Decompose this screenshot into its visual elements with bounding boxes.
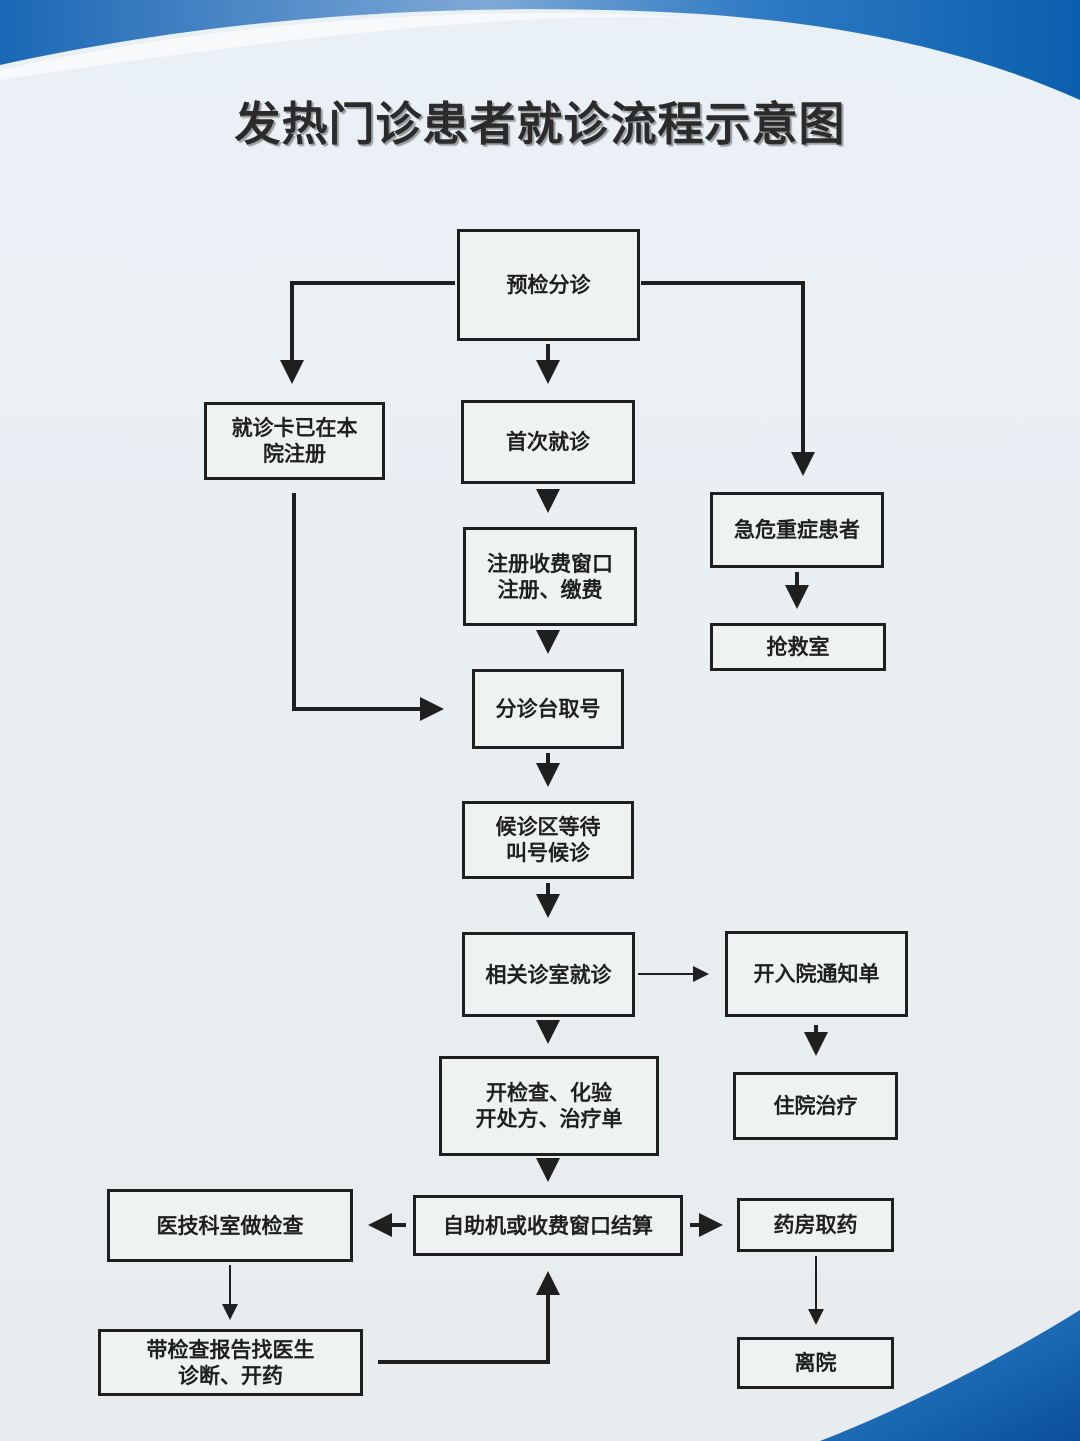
node-rescue-room: 抢救室 xyxy=(710,623,886,671)
top-blue-wave xyxy=(0,0,1080,100)
node-registration-window: 注册收费窗口 注册、缴费 xyxy=(463,527,637,626)
node-triage: 预检分诊 xyxy=(457,229,640,341)
bottom-blue-wave xyxy=(820,1310,1080,1441)
node-medical-tech-exam: 医技科室做检查 xyxy=(107,1189,353,1262)
node-pharmacy: 药房取药 xyxy=(737,1198,894,1252)
node-first-visit: 首次就诊 xyxy=(461,400,635,484)
node-report-to-doctor: 带检查报告找医生 诊断、开药 xyxy=(98,1329,363,1396)
page-title: 发热门诊患者就诊流程示意图 xyxy=(234,97,846,151)
node-orders: 开检查、化验 开处方、治疗单 xyxy=(439,1056,659,1156)
node-payment: 自助机或收费窗口结算 xyxy=(413,1195,683,1256)
node-take-number: 分诊台取号 xyxy=(472,669,624,749)
node-admission-notice: 开入院通知单 xyxy=(725,931,908,1017)
node-critical-patient: 急危重症患者 xyxy=(710,492,884,568)
node-hospitalization: 住院治疗 xyxy=(733,1072,898,1140)
arrow-report-to-payment xyxy=(378,1271,560,1364)
arrow-registered-card-to-take-number xyxy=(292,493,444,721)
node-waiting-area: 候诊区等待 叫号候诊 xyxy=(462,801,634,879)
arrow-triage-to-critical-patient xyxy=(641,281,815,476)
top-white-swoosh xyxy=(0,13,700,80)
node-leave-hospital: 离院 xyxy=(737,1337,894,1389)
node-consulting-room: 相关诊室就诊 xyxy=(462,932,635,1017)
arrow-triage-to-registered-card xyxy=(280,281,455,384)
node-registered-card: 就诊卡已在本 院注册 xyxy=(204,402,385,480)
